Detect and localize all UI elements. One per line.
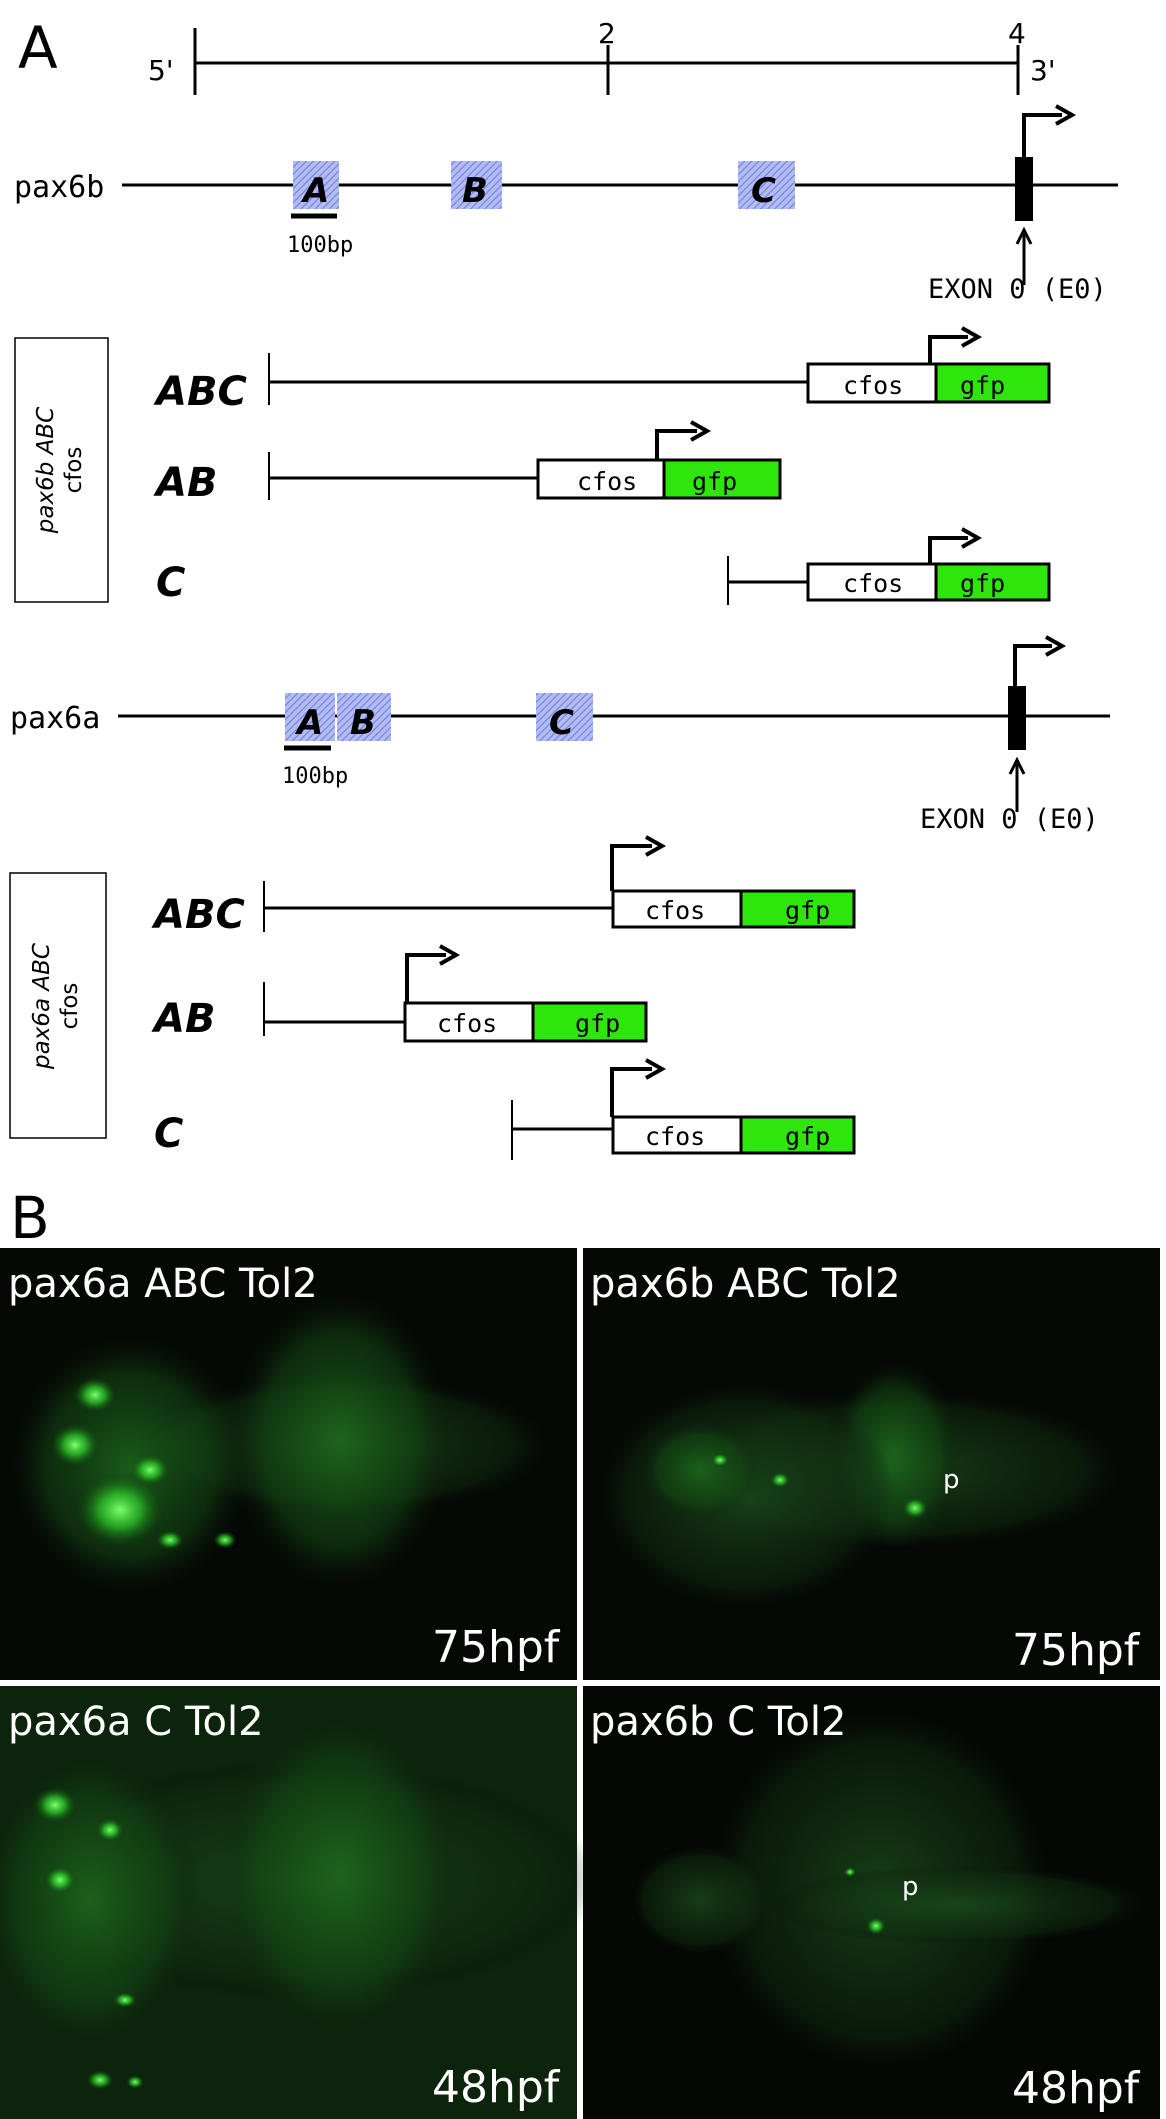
pax6b-scale-bar-label: 100bp [287, 233, 353, 258]
pax6b-enhancer-c [738, 161, 795, 209]
pax6b-exon-label: EXON 0 (E0) [928, 274, 1107, 305]
photo-pax6b-c-stage: 48hpf [1012, 2063, 1141, 2114]
pax6b-enhancer-c-label: C [751, 171, 776, 211]
pax6a-construct-abc-gfp-box [739, 889, 856, 929]
pax6a-construct-c: C cfos gfp [154, 1058, 856, 1160]
photo-pax6a-c-title: pax6a C Tol2 [8, 1699, 264, 1745]
pax6a-gene-label: pax6a [10, 701, 100, 736]
photo-pax6a-c: pax6a C Tol2 48hpf [0, 1686, 600, 2119]
photo-pax6a-abc: pax6a ABC Tol2 75hpf [0, 1248, 577, 1680]
pax6a-exon0 [1008, 686, 1026, 750]
pax6a-construct-abc-name: ABC [151, 892, 245, 938]
pax6b-group-label-line2: cfos [61, 447, 87, 494]
pax6b-construct-abc-gfp-box [934, 362, 1051, 404]
scale-label-5prime: 5' [148, 54, 174, 87]
photo-pax6b-c: pax6b C Tol2 p 48hpf [583, 1686, 1160, 2119]
panel-a: A 5' 2 4 3' pax6b A B C 100bp [9, 14, 1118, 1160]
scale-label-3prime: 3' [1030, 54, 1056, 87]
pax6b-construct-abc-cfos: cfos [843, 371, 903, 400]
photo-pax6b-abc: pax6b ABC Tol2 p 75hpf [583, 1248, 1160, 1680]
pax6a-group-label-line2: cfos [57, 983, 83, 1030]
pax6b-construct-abc-gfp: gfp [960, 371, 1005, 400]
pax6b-group-label-line1: pax6b ABC [33, 407, 59, 534]
pax6b-construct-ab-cfos: cfos [577, 467, 637, 496]
pax6b-construct-ab-gfp: gfp [692, 467, 737, 496]
pax6a-construct-c-gfp-box [739, 1115, 856, 1155]
photo-pax6a-c-stage: 48hpf [432, 2062, 561, 2113]
pax6a-construct-ab: AB cfos gfp [151, 944, 648, 1043]
panel-b-letter: B [10, 1184, 50, 1252]
pax6a-group-label-line1: pax6a ABC [29, 943, 55, 1070]
pax6a-enhancer-b [337, 693, 391, 741]
pax6a-construct-c-cfos: cfos [645, 1122, 705, 1151]
pax6b-construct-c: C cfos gfp [156, 527, 1051, 606]
pax6b-construct-abc-name: ABC [153, 369, 247, 415]
pax6b-locus: pax6b A B C 100bp EXON 0 (E0) [14, 104, 1118, 305]
pax6b-construct-ab-name: AB [153, 460, 217, 506]
pax6b-construct-c-cfos: cfos [843, 569, 903, 598]
pax6b-construct-c-gfp: gfp [960, 569, 1005, 598]
pax6a-construct-c-gfp: gfp [785, 1122, 830, 1151]
panel-b: B pax6a ABC Tol2 75hpf pax6b [0, 1184, 1160, 2119]
pax6a-locus: pax6a A B C 100bp EXON 0 (E0) [10, 635, 1110, 835]
pax6a-enhancer-a [285, 693, 335, 741]
scale-label-2: 2 [598, 17, 616, 50]
panel-a-letter: A [18, 14, 58, 82]
pax6a-construct-abc: ABC cfos gfp [151, 835, 856, 938]
pax6a-construct-abc-gfp: gfp [785, 896, 830, 925]
pax6b-construct-c-gfp-box [934, 562, 1051, 602]
pax6a-tss-arrow [1013, 644, 1052, 686]
pax6b-construct-abc: ABC cfos gfp [153, 326, 1051, 415]
pax6b-enhancer-b [451, 161, 502, 209]
pax6b-enhancer-a-label: A [300, 171, 329, 211]
pax6a-construct-ab-gfp-box [531, 1001, 648, 1043]
pax6a-enhancer-c [536, 693, 593, 741]
pax6a-enhancer-a-label: A [294, 703, 323, 743]
photo-pax6b-c-title: pax6b C Tol2 [590, 1699, 846, 1745]
pax6b-construct-ab-gfp-box [662, 458, 782, 500]
pax6a-construct-ab-gfp: gfp [575, 1009, 620, 1038]
pax6b-enhancer-a [293, 161, 339, 209]
pax6b-group-box [14, 337, 109, 603]
pax6b-construct-ab: AB cfos gfp [153, 420, 782, 506]
pax6a-construct-abc-cfos: cfos [645, 896, 705, 925]
pax6a-construct-c-name: C [154, 1111, 183, 1157]
pax6a-exon-label: EXON 0 (E0) [920, 804, 1099, 835]
pax6a-constructs: pax6a ABC cfos ABC cfos gfp AB [9, 835, 856, 1160]
pax6a-construct-ab-name: AB [151, 996, 215, 1042]
photo-pax6b-c-marker: p [902, 1872, 919, 1902]
pax6b-exon0 [1015, 157, 1033, 221]
photo-pax6b-abc-marker: p [943, 1465, 960, 1495]
pax6b-tss-arrow [1022, 113, 1062, 157]
pax6a-scale-bar-label: 100bp [282, 764, 348, 789]
pax6b-enhancer-b-label: B [462, 171, 488, 211]
photo-pax6b-abc-stage: 75hpf [1012, 1625, 1141, 1676]
scale-ruler [193, 28, 1020, 95]
pax6b-constructs: pax6b ABC cfos ABC cfos gfp AB [14, 326, 1051, 606]
pax6a-enhancer-c-label: C [549, 703, 574, 743]
pax6b-construct-c-name: C [156, 560, 185, 606]
photo-pax6a-abc-title: pax6a ABC Tol2 [8, 1261, 318, 1307]
photo-pax6a-abc-stage: 75hpf [432, 1622, 561, 1673]
photo-pax6b-abc-title: pax6b ABC Tol2 [590, 1261, 901, 1307]
scale-label-4: 4 [1008, 17, 1026, 50]
pax6b-gene-label: pax6b [14, 170, 104, 205]
pax6a-construct-ab-cfos: cfos [437, 1009, 497, 1038]
pax6a-enhancer-b-label: B [350, 703, 376, 743]
pax6a-group-box [9, 872, 107, 1139]
